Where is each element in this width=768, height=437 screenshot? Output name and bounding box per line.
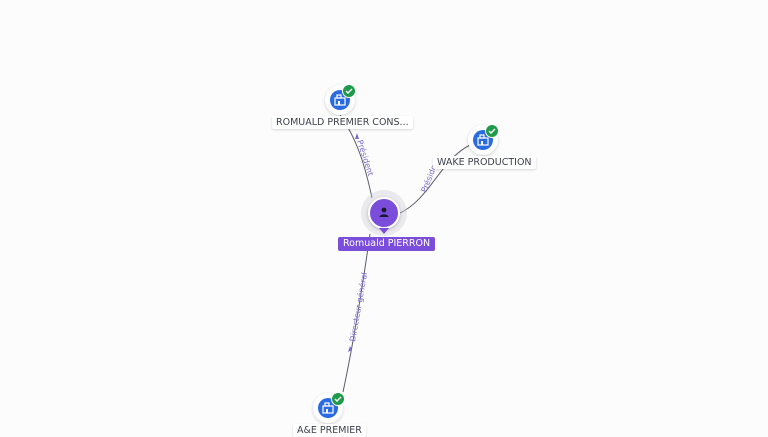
- person-icon: [379, 207, 389, 217]
- edge-directeur-ae: [342, 233, 371, 393]
- edge-label-directeur-general: Directeur général: [347, 271, 369, 342]
- edge-preside-wake: [397, 144, 471, 215]
- company-label: A&E PREMIER: [293, 424, 366, 437]
- edge-arrow: [355, 133, 359, 139]
- verified-check-icon: [342, 84, 356, 98]
- verified-check-icon: [485, 124, 499, 138]
- company-label: WAKE PRODUCTION: [433, 156, 536, 169]
- company-label: ROMUALD PREMIER CONS...: [272, 116, 413, 129]
- edge-arrow: [348, 346, 352, 352]
- person-label: Romuald PIERRON: [338, 237, 436, 251]
- pin-tail: [379, 228, 389, 234]
- person-pin[interactable]: [368, 197, 400, 229]
- edge-label-president: Président: [355, 139, 376, 178]
- verified-check-icon: [331, 392, 345, 406]
